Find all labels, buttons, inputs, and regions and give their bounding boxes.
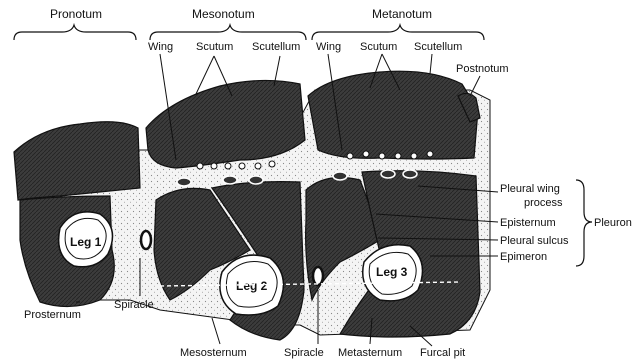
- pleuron-brace: [576, 180, 592, 266]
- pleural-sulcus-label: Pleural sulcus: [500, 235, 569, 247]
- pleuron-label: Pleuron: [594, 217, 632, 229]
- spiracle-2-shape: [313, 267, 323, 285]
- bracket-mesonotum: [150, 25, 306, 40]
- wing-meso-label: Wing: [148, 41, 173, 53]
- furcal-pit-label: Furcal pit: [420, 347, 465, 359]
- pleural-wing-process-label-2: process: [524, 197, 563, 209]
- epimeron-label: Epimeron: [500, 251, 547, 263]
- pronotum-label: Pronotum: [50, 7, 102, 21]
- scutellum-meso-label: Scutellum: [252, 41, 300, 53]
- pleural-wing-process-label-1: Pleural wing: [500, 183, 560, 195]
- metanotum-label: Metanotum: [372, 7, 432, 21]
- spiracle-1-shape: [141, 231, 151, 249]
- spiracle-1-label: Spiracle: [114, 299, 154, 311]
- episternum-label: Episternum: [500, 217, 556, 229]
- postnotum-label: Postnotum: [456, 63, 509, 75]
- prosternum-label: Prosternum: [24, 309, 81, 321]
- metasternum-label: Metasternum: [338, 347, 402, 359]
- leg1-socket: Leg 1: [59, 212, 113, 267]
- bracket-pronotum: [14, 25, 136, 40]
- scutum-meta-label: Scutum: [360, 41, 397, 53]
- pronotum-sclerite: [14, 122, 140, 200]
- metanotum-sclerite: [308, 71, 478, 159]
- mesonotum-label: Mesonotum: [192, 7, 255, 21]
- leg1-label: Leg 1: [70, 235, 102, 249]
- spiracle-2-label: Spiracle: [284, 347, 324, 359]
- leg2-label: Leg 2: [236, 279, 268, 293]
- mesosternum-label: Mesosternum: [180, 347, 247, 359]
- wing-meta-label: Wing: [316, 41, 341, 53]
- bracket-metanotum: [312, 25, 484, 40]
- scutellum-meta-label: Scutellum: [414, 41, 462, 53]
- scutum-meso-label: Scutum: [196, 41, 233, 53]
- leg3-label: Leg 3: [376, 265, 408, 279]
